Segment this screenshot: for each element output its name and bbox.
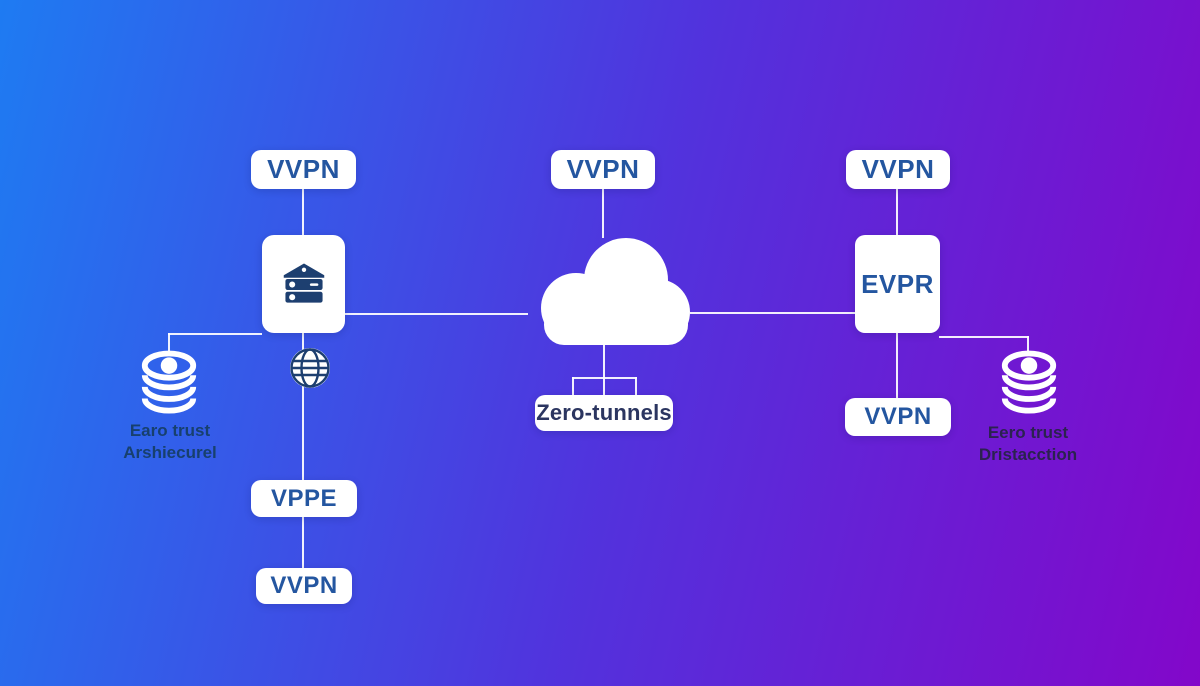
node-label: VVPN xyxy=(861,154,935,184)
caption-right-line2: Dristacction xyxy=(978,445,1078,465)
caption-left: Earo trust Arshiecurel xyxy=(90,420,250,464)
connector-server-to-cloud xyxy=(345,313,528,315)
connector-vvpn-to-cloud xyxy=(602,189,604,238)
node-label: VVPN xyxy=(267,154,340,184)
node-label: VVPN xyxy=(270,572,338,599)
connector-vvpn-to-evpr xyxy=(896,189,898,235)
caption-left-line1: Earo trust xyxy=(129,421,211,440)
caption-right-line1: Eero trust xyxy=(987,423,1069,442)
connector-evpr-to-database-v xyxy=(1027,336,1029,353)
connector-evpr-to-vvpn xyxy=(896,333,898,398)
node-server xyxy=(262,235,345,333)
connector-server-to-database-v xyxy=(168,333,170,353)
node-label: VVPN xyxy=(566,154,640,184)
connector-vppe-to-vvpn xyxy=(302,517,304,568)
node-zero-tunnels: Zero-tunnels xyxy=(535,395,673,431)
node-vvpn-top-left: VVPN xyxy=(251,150,356,189)
database-icon xyxy=(138,350,200,423)
bracket-bar xyxy=(572,377,637,379)
node-label: EVPR xyxy=(861,268,934,299)
cloud-icon xyxy=(528,228,690,351)
connector-server-to-database-h xyxy=(168,333,262,335)
caption-left-line2: Arshiecurel xyxy=(123,443,217,463)
node-vvpn-top-center: VVPN xyxy=(551,150,655,189)
bracket-tick-right xyxy=(635,377,637,395)
bracket-tick-left xyxy=(572,377,574,395)
globe-icon xyxy=(288,346,332,395)
node-vvpn-top-right: VVPN xyxy=(846,150,950,189)
node-label: VVPN xyxy=(864,403,932,430)
node-vvpn-bottom-right: VVPN xyxy=(845,398,951,436)
connector-server-to-vppe xyxy=(302,333,304,480)
database-icon xyxy=(998,350,1060,423)
connector-cloud-to-bracket xyxy=(603,345,605,395)
connector-vvpn-to-server xyxy=(302,189,304,235)
connector-evpr-to-database-h xyxy=(939,336,1029,338)
server-icon xyxy=(277,255,331,314)
caption-right: Eero trust Dristacction xyxy=(943,422,1113,466)
connector-cloud-to-evpr xyxy=(690,312,855,314)
node-label: Zero-tunnels xyxy=(536,400,672,425)
node-vvpn-bottom-left: VVPN xyxy=(256,568,352,604)
node-vppe: VPPE xyxy=(251,480,357,517)
node-evpr: EVPR xyxy=(855,235,940,333)
node-label: VPPE xyxy=(270,484,338,512)
